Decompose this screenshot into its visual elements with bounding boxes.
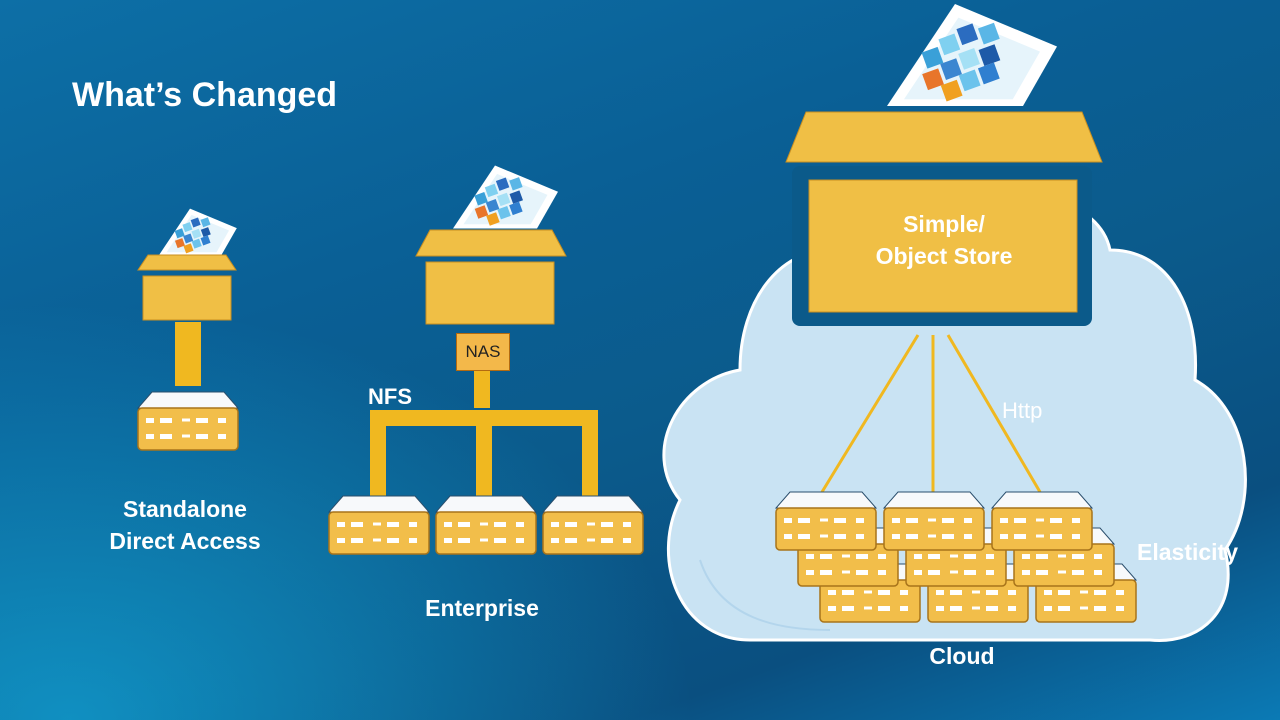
nfs-label: NFS (368, 384, 412, 409)
http-connectors (820, 334, 1042, 493)
standalone-box (137, 254, 237, 321)
nas-badge: NAS (456, 333, 510, 371)
object-store-box (785, 111, 1103, 326)
enterprise-logo-icon (453, 165, 558, 229)
object-store-label-line2: Object Store (875, 243, 1013, 269)
http-label: Http (1002, 398, 1043, 423)
standalone-label-line2: Direct Access (109, 528, 261, 554)
object-store-label: Simple/ Object Store (812, 208, 1076, 272)
elasticity-label: Elasticity (1137, 539, 1238, 565)
enterprise-label: Enterprise (425, 595, 539, 621)
slide-title: What’s Changed (72, 76, 338, 114)
standalone-label-line1: Standalone (123, 496, 247, 522)
cloud-label: Cloud (929, 643, 995, 669)
cloud-server-icon (774, 490, 1138, 624)
object-store-label-line1: Simple/ (903, 211, 985, 237)
standalone-label: Standalone Direct Access (85, 493, 285, 557)
standalone-logo-icon (158, 208, 237, 256)
enterprise-box (415, 229, 567, 325)
nfs-connector-tree (370, 368, 598, 496)
standalone-server-icon (136, 390, 240, 452)
enterprise-server-icon (327, 494, 645, 556)
object-store-logo-icon (887, 3, 1057, 106)
standalone-connector (175, 322, 201, 386)
